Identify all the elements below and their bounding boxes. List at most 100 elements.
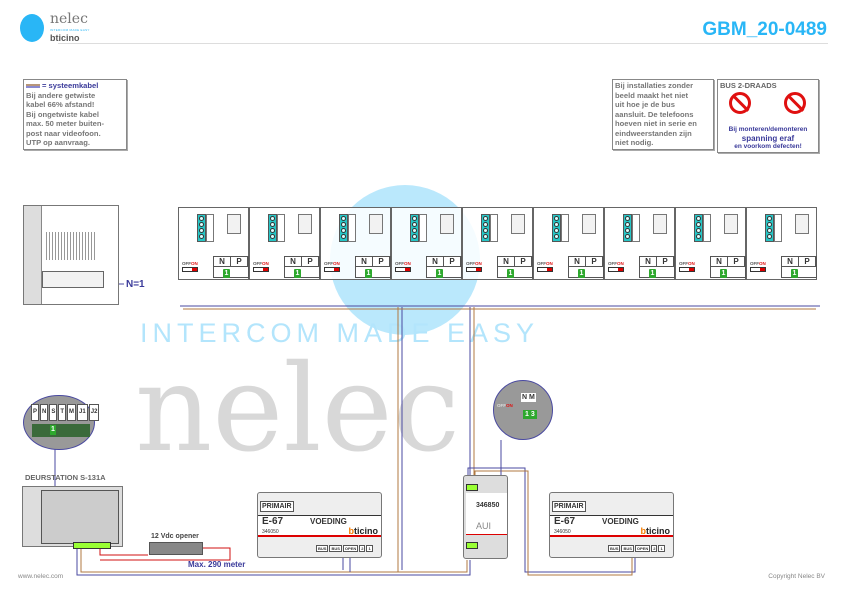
- termination-switch[interactable]: OFFON: [324, 261, 340, 272]
- termination-switch[interactable]: OFFON: [466, 261, 482, 272]
- on-label: ON: [759, 261, 766, 266]
- terminal-label: BUS: [608, 545, 621, 552]
- termination-switch[interactable]: OFFON: [608, 261, 624, 272]
- terminal-label: 1: [658, 545, 665, 552]
- termination-switch[interactable]: OFFON: [750, 261, 766, 272]
- video-intercom-monitor: [23, 205, 119, 305]
- bus-terminal-icon: [268, 214, 277, 242]
- n-label: N: [498, 257, 515, 266]
- primary-label: PRIMAIR: [552, 501, 586, 512]
- n-label: N: [214, 257, 231, 266]
- door-bus-brown: [80, 545, 468, 573]
- off-label: OFF: [679, 261, 688, 266]
- door-jumper: 1: [50, 425, 56, 435]
- bus-terminal-icon: [197, 214, 206, 242]
- bus-terminal-icon: [623, 214, 632, 242]
- cable-legend-label: = systeemkabel: [42, 81, 99, 90]
- note-line: Bij ongetwiste kabel: [26, 109, 100, 119]
- off-label: OFF: [324, 261, 333, 266]
- model-label: E-67: [262, 516, 284, 527]
- terminal-label: S: [49, 404, 58, 421]
- off-label: OFF: [750, 261, 759, 266]
- terminal-label-strip: [277, 214, 285, 242]
- note-line: post naar videofoon.: [26, 128, 101, 138]
- terminal-label: P: [31, 404, 40, 421]
- bus-terminal-icon: [552, 214, 561, 242]
- termination-switch[interactable]: OFFON: [679, 261, 695, 272]
- p-label: P: [586, 257, 603, 266]
- p-label: P: [444, 257, 461, 266]
- termination-switch[interactable]: OFFON: [253, 261, 269, 272]
- off-label: OFF: [395, 261, 404, 266]
- handset-icon: [724, 214, 738, 234]
- footer-copyright: Copyright Nelec BV: [768, 573, 825, 580]
- aui-settings-zoom: OFFON N M 1 3: [493, 380, 553, 440]
- header-divider: [58, 43, 828, 44]
- door-station-label: DEURSTATION S-131A: [25, 473, 106, 482]
- article-label: 346050: [262, 529, 279, 535]
- terminal-label: M: [67, 404, 77, 421]
- off-label: OFF: [537, 261, 546, 266]
- off-label: OFF: [466, 261, 475, 266]
- terminal-label: BUS: [316, 545, 329, 552]
- on-label: ON: [262, 261, 269, 266]
- jumper-value: 1: [720, 269, 727, 278]
- termination-switch[interactable]: OFFON: [537, 261, 553, 272]
- watermark-tagline: INTERCOM MADE EASY: [140, 318, 540, 348]
- aui-article: 346850: [476, 502, 500, 509]
- handset-icon: [369, 214, 383, 234]
- aui-supply-blue: [467, 467, 636, 573]
- handset-icon: [795, 214, 809, 234]
- aui-supply-brown: [474, 470, 633, 576]
- jumper-value: 1: [223, 269, 230, 278]
- terminal-label: 1: [366, 545, 373, 552]
- logo-tagline: INTERCOM MADE EASY: [50, 28, 90, 32]
- bus-wire-blue: [401, 307, 471, 570]
- jumper-value: 1: [507, 269, 514, 278]
- diagram-title: GBM_20-0489: [702, 19, 827, 40]
- n-label: N: [427, 257, 444, 266]
- off-label: OFF: [253, 261, 262, 266]
- terminal-label: OPEN: [634, 545, 651, 552]
- bus-terminal-icon: [481, 214, 490, 242]
- terminal-label: T: [58, 404, 67, 421]
- type-label: VOEDING: [602, 517, 639, 526]
- cable-length-label: Max. 290 meter: [188, 560, 246, 569]
- handset-icon: [440, 214, 454, 234]
- termination-switch[interactable]: OFFON: [395, 261, 411, 272]
- on-label: ON: [688, 261, 695, 266]
- warning-line: spanning eraf: [741, 134, 795, 143]
- no-voltage-icon: [784, 92, 806, 114]
- p-label: P: [302, 257, 319, 266]
- cable-note: = systeemkabel Bij andere getwiste kabel…: [23, 79, 127, 150]
- n-label: N: [711, 257, 728, 266]
- door-station: [22, 486, 123, 549]
- off-label: OFF: [497, 403, 506, 408]
- aui-label-m: M: [529, 394, 535, 401]
- door-terminal-block: [73, 542, 111, 549]
- warning-line: Bij monteren/demonteren: [728, 126, 808, 133]
- handset-icon: [653, 214, 667, 234]
- note-line: kabel 66% afstand!: [26, 100, 95, 109]
- terminal-label-strip: [490, 214, 498, 242]
- terminal-label: BUS: [329, 545, 342, 552]
- aui-jumper: 1 3: [523, 410, 537, 419]
- n-label: N: [782, 257, 799, 266]
- bus-terminal-icon: [410, 214, 419, 242]
- termination-switch[interactable]: OFFON: [182, 261, 198, 272]
- p-label: P: [515, 257, 532, 266]
- door-bus-blue: [76, 545, 471, 576]
- terminal-label-strip: [348, 214, 356, 242]
- primary-label: PRIMAIR: [260, 501, 294, 512]
